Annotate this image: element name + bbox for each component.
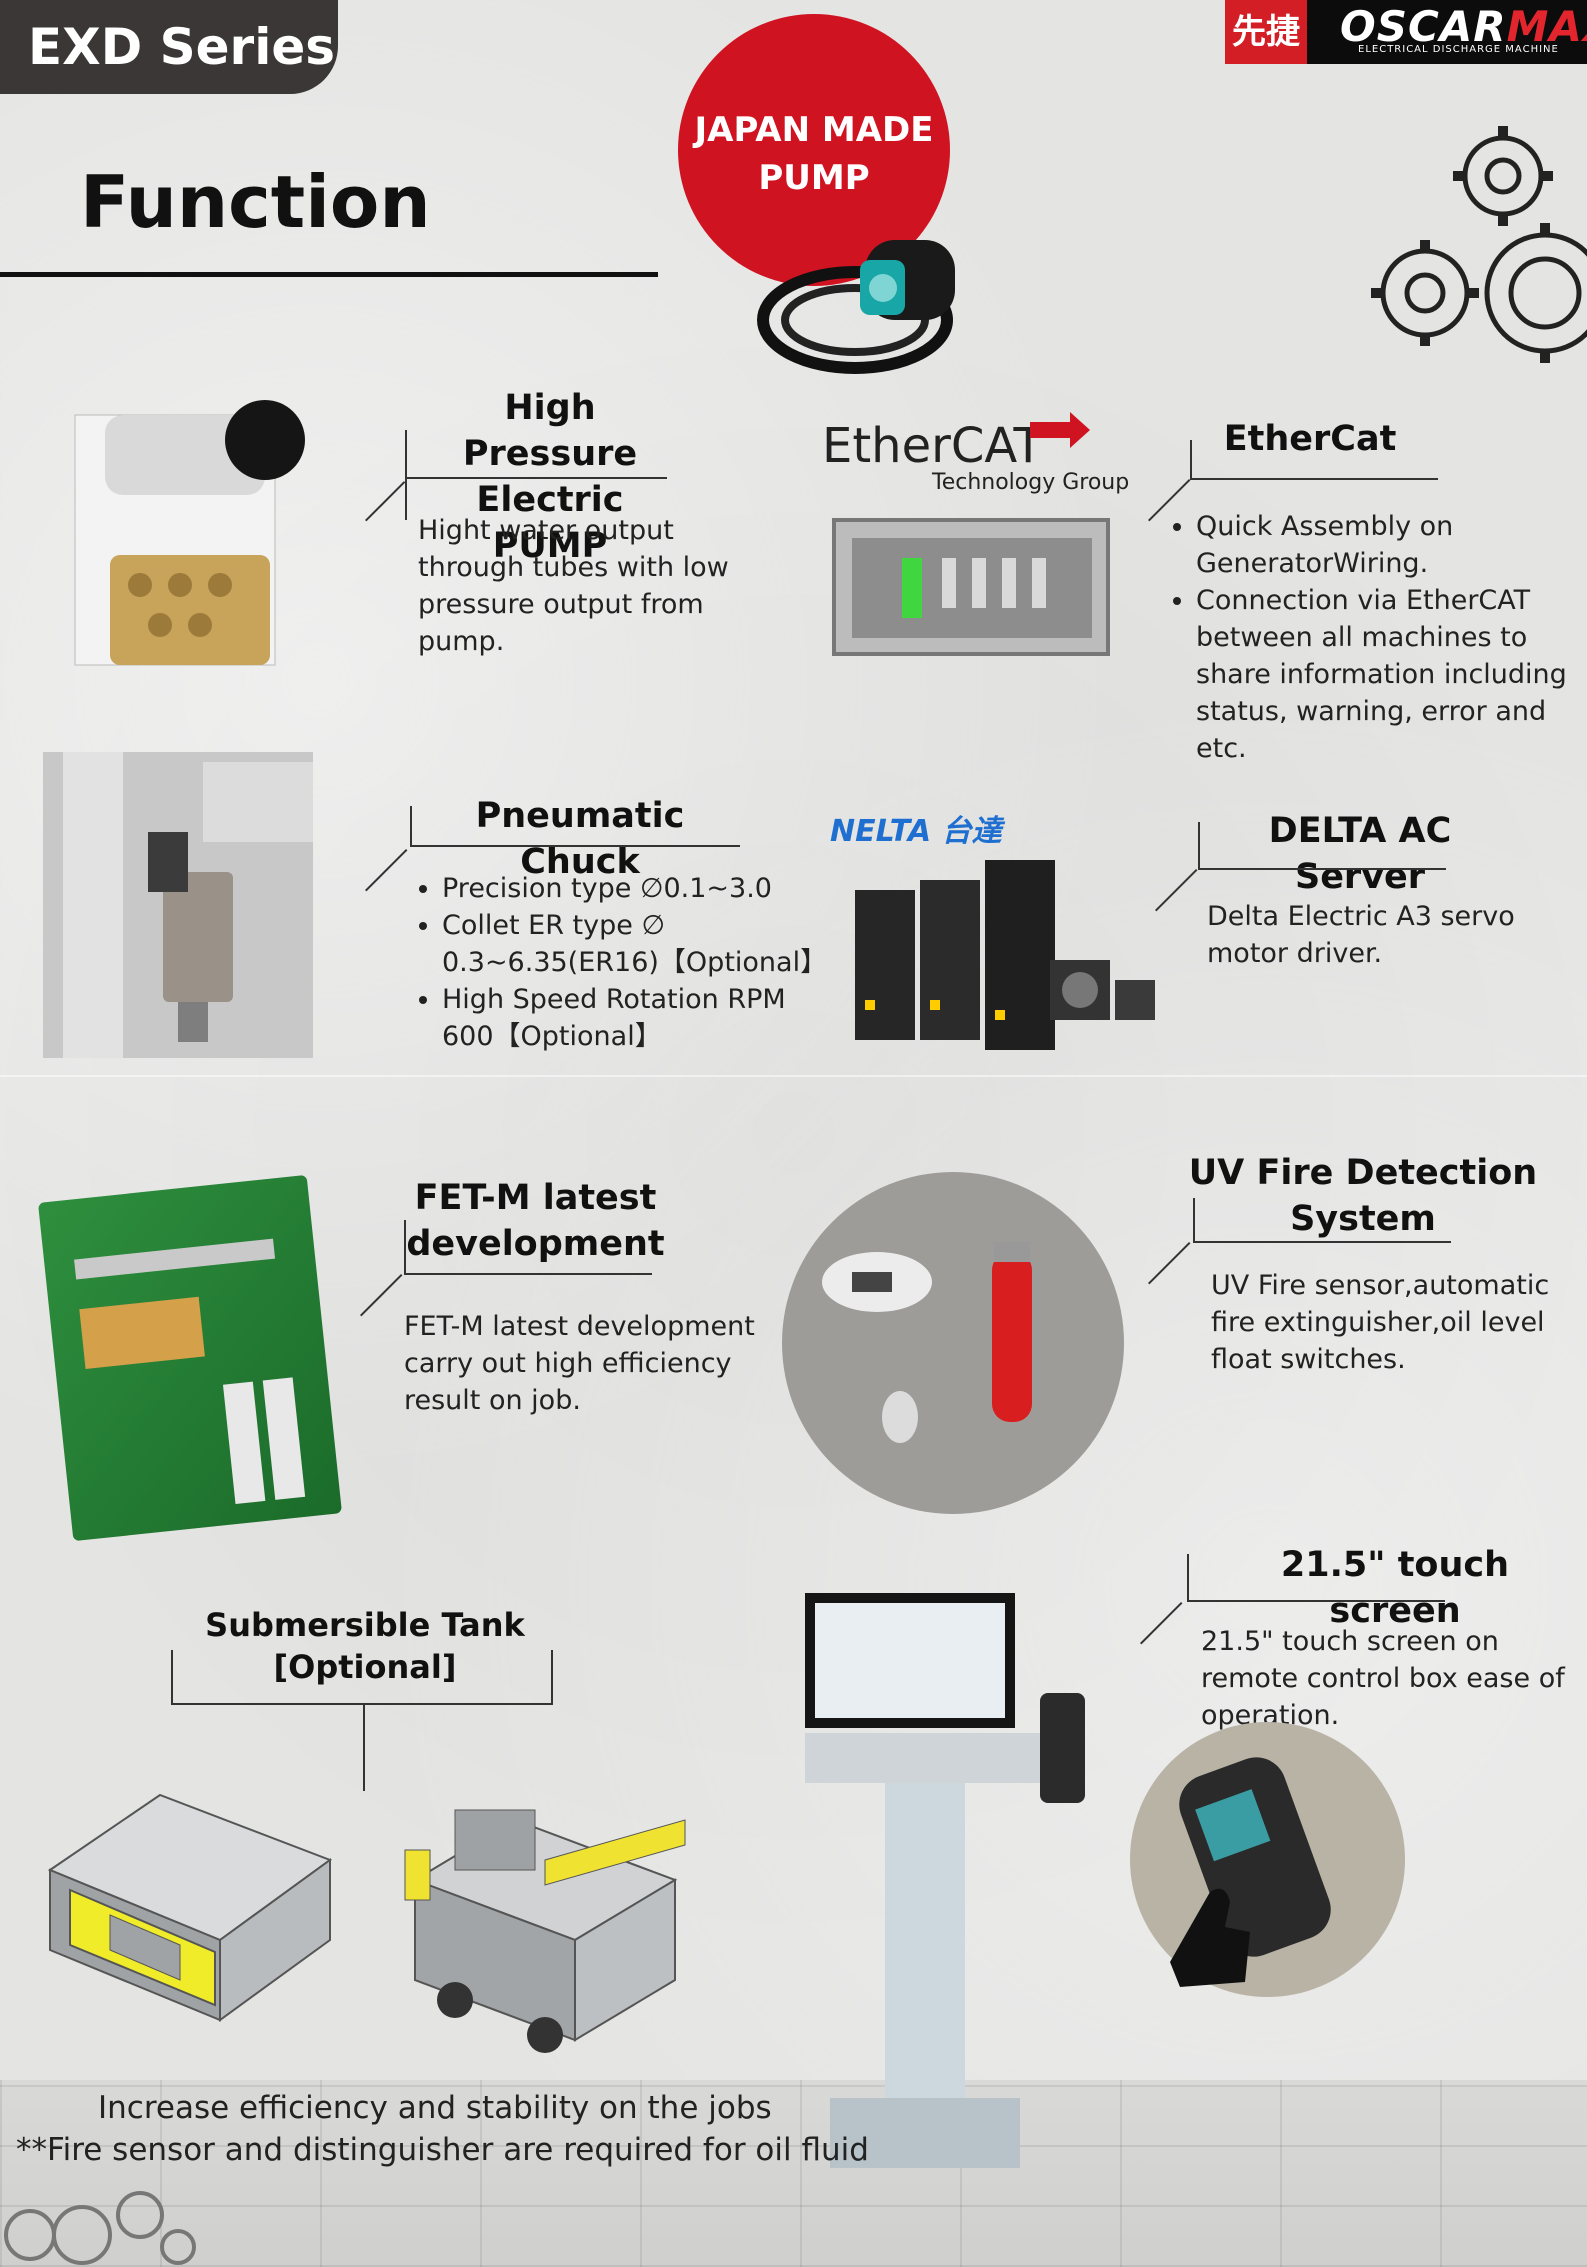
- brand-logo-text: OSCARMAX: [1340, 2, 1587, 51]
- uv-fire-title: UV Fire Detection System: [1188, 1153, 1538, 1239]
- ethercat-bullets: Quick Assembly on GeneratorWiring. Conne…: [1168, 508, 1582, 767]
- series-tab: EXD Series: [0, 0, 338, 94]
- background-band: [0, 1075, 1587, 1077]
- fet-m-title: FET-M latest development: [406, 1178, 665, 1264]
- brand-logo-tagline: ELECTRICAL DISCHARGE MACHINE: [1358, 44, 1559, 55]
- pump-title: High Pressure Electric PUMP: [462, 388, 638, 566]
- chuck-bullets: Precision type ∅0.1~3.0 Collet ER type ∅…: [414, 870, 834, 1055]
- ethercat-title: EtherCat: [1223, 419, 1397, 459]
- ethercat-bullet: Connection via EtherCAT between all mach…: [1196, 582, 1582, 767]
- footer-line-2: **Fire sensor and distinguisher are requ…: [16, 2132, 869, 2168]
- delta-logo: NELTA 台達: [830, 814, 1002, 849]
- ethercat-logo-subtitle: Technology Group: [932, 470, 1130, 495]
- footer-line-1: Increase efficiency and stability on the…: [98, 2090, 772, 2126]
- delta-description: Delta Electric A3 servo motor driver.: [1207, 901, 1515, 969]
- chuck-bullet: High Speed Rotation RPM 600【Optional】: [442, 981, 834, 1055]
- gears-icon: [1371, 126, 1587, 363]
- high-pressure-pump-image: [74, 400, 305, 666]
- ethercat-box-image: [832, 518, 1110, 656]
- delta-title: DELTA AC Server: [1268, 811, 1452, 897]
- pneumatic-chuck-image: [43, 752, 313, 1058]
- series-label: EXD Series: [28, 18, 336, 76]
- uv-fire-image: [782, 1172, 1124, 1514]
- delta-servo-image: [855, 860, 1155, 1050]
- badge-line-2: PUMP: [758, 158, 870, 198]
- floor-background: [0, 2080, 1587, 2267]
- badge-line-1: JAPAN MADE: [694, 110, 934, 150]
- page-title: Function: [80, 160, 431, 244]
- chuck-title: Pneumatic Chuck: [475, 796, 685, 882]
- gears-bottom-icon: [4, 2191, 196, 2265]
- touch-screen-title: 21.5" touch screen: [1280, 1545, 1510, 1631]
- touch-screen-stand-image: [805, 1593, 1085, 2168]
- chuck-bullet: Precision type ∅0.1~3.0: [442, 870, 834, 907]
- ethercat-bullet: Quick Assembly on GeneratorWiring.: [1196, 508, 1582, 582]
- remote-pendant-image: [1130, 1722, 1405, 1997]
- fet-m-board-image: [37, 1174, 343, 1542]
- ethercat-arrow-icon: [1030, 412, 1090, 448]
- uv-fire-description: UV Fire sensor,automatic fire extinguish…: [1211, 1270, 1550, 1375]
- brand-logo-chinese: 先捷: [1225, 0, 1307, 64]
- touch-screen-description: 21.5" touch screen on remote control box…: [1201, 1626, 1565, 1731]
- title-rule: [0, 272, 658, 277]
- chuck-bullet: Collet ER type ∅ 0.3~6.35(ER16)【Optional…: [442, 907, 834, 981]
- tank-drawing-2: [404, 1809, 686, 2053]
- tank-drawing-1: [47, 1793, 333, 2022]
- tank-title: Submersible Tank [Optional]: [205, 1606, 525, 1686]
- ethercat-logo: EtherCAT: [822, 418, 1043, 474]
- fet-m-description: FET-M latest development carry out high …: [404, 1311, 755, 1416]
- japan-pump-image: [757, 240, 955, 374]
- pump-description: Hight water output through tubes with lo…: [418, 515, 729, 657]
